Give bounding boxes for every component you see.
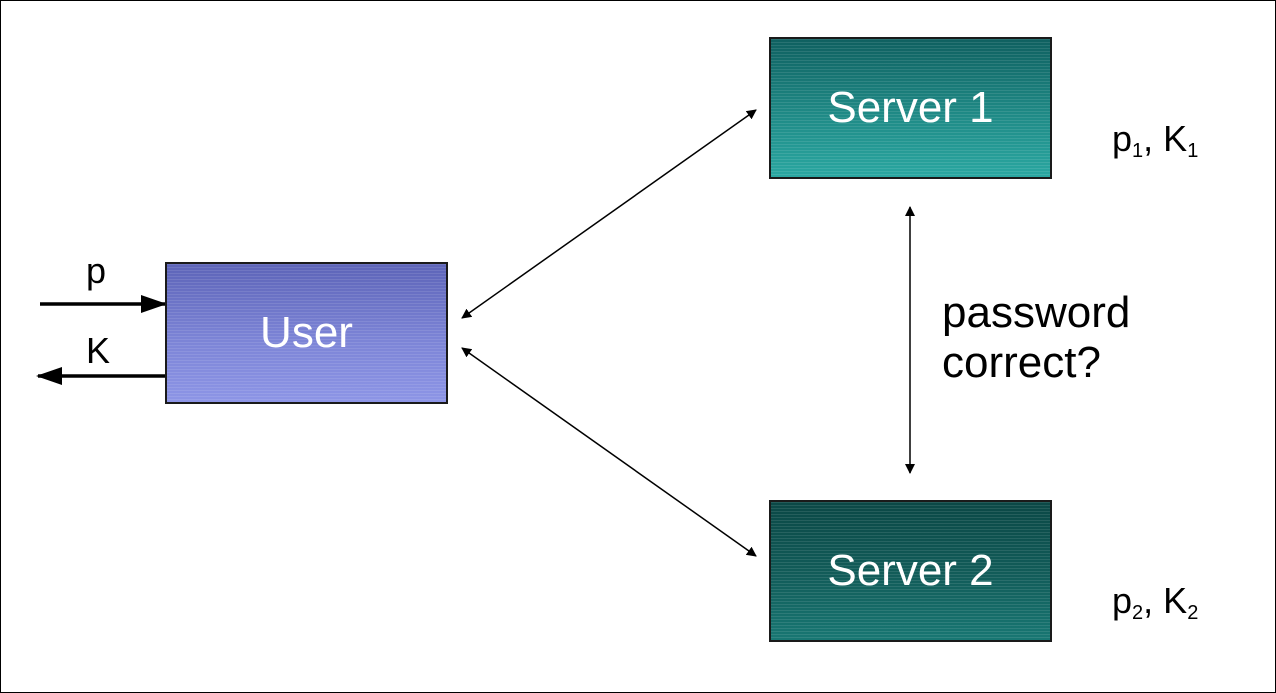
server1-key-k: K [1163, 118, 1188, 159]
server1-keys: p1, K1 [1112, 118, 1198, 163]
server1-key-k-sub: 1 [1187, 140, 1199, 162]
server2-key-p-sub: 2 [1132, 602, 1144, 624]
server1-key-p-sub: 1 [1132, 140, 1144, 162]
question-line-2: correct? [942, 338, 1101, 387]
server2-node-label: Server 2 [827, 546, 994, 595]
password-question: password correct? [942, 288, 1130, 388]
server2-keys: p2, K2 [1112, 580, 1198, 625]
server1-key-sep: , [1143, 118, 1164, 159]
server2-key-sep: , [1143, 580, 1164, 621]
server1-key-p: p [1112, 118, 1133, 159]
server2-key-k: K [1163, 580, 1188, 621]
server2-key-k-sub: 2 [1187, 602, 1199, 624]
user-node: User [165, 262, 448, 404]
output-label: K [86, 330, 111, 371]
server1-node-label: Server 1 [827, 83, 994, 132]
server1-node: Server 1 [769, 37, 1052, 179]
user-node-label: User [260, 308, 353, 357]
arrow-user-server2 [461, 347, 757, 557]
server2-key-p: p [1112, 580, 1133, 621]
input-label: p [86, 250, 107, 291]
server2-node: Server 2 [769, 500, 1052, 642]
arrow-user-server1 [461, 109, 757, 319]
question-line-1: password [942, 288, 1131, 337]
